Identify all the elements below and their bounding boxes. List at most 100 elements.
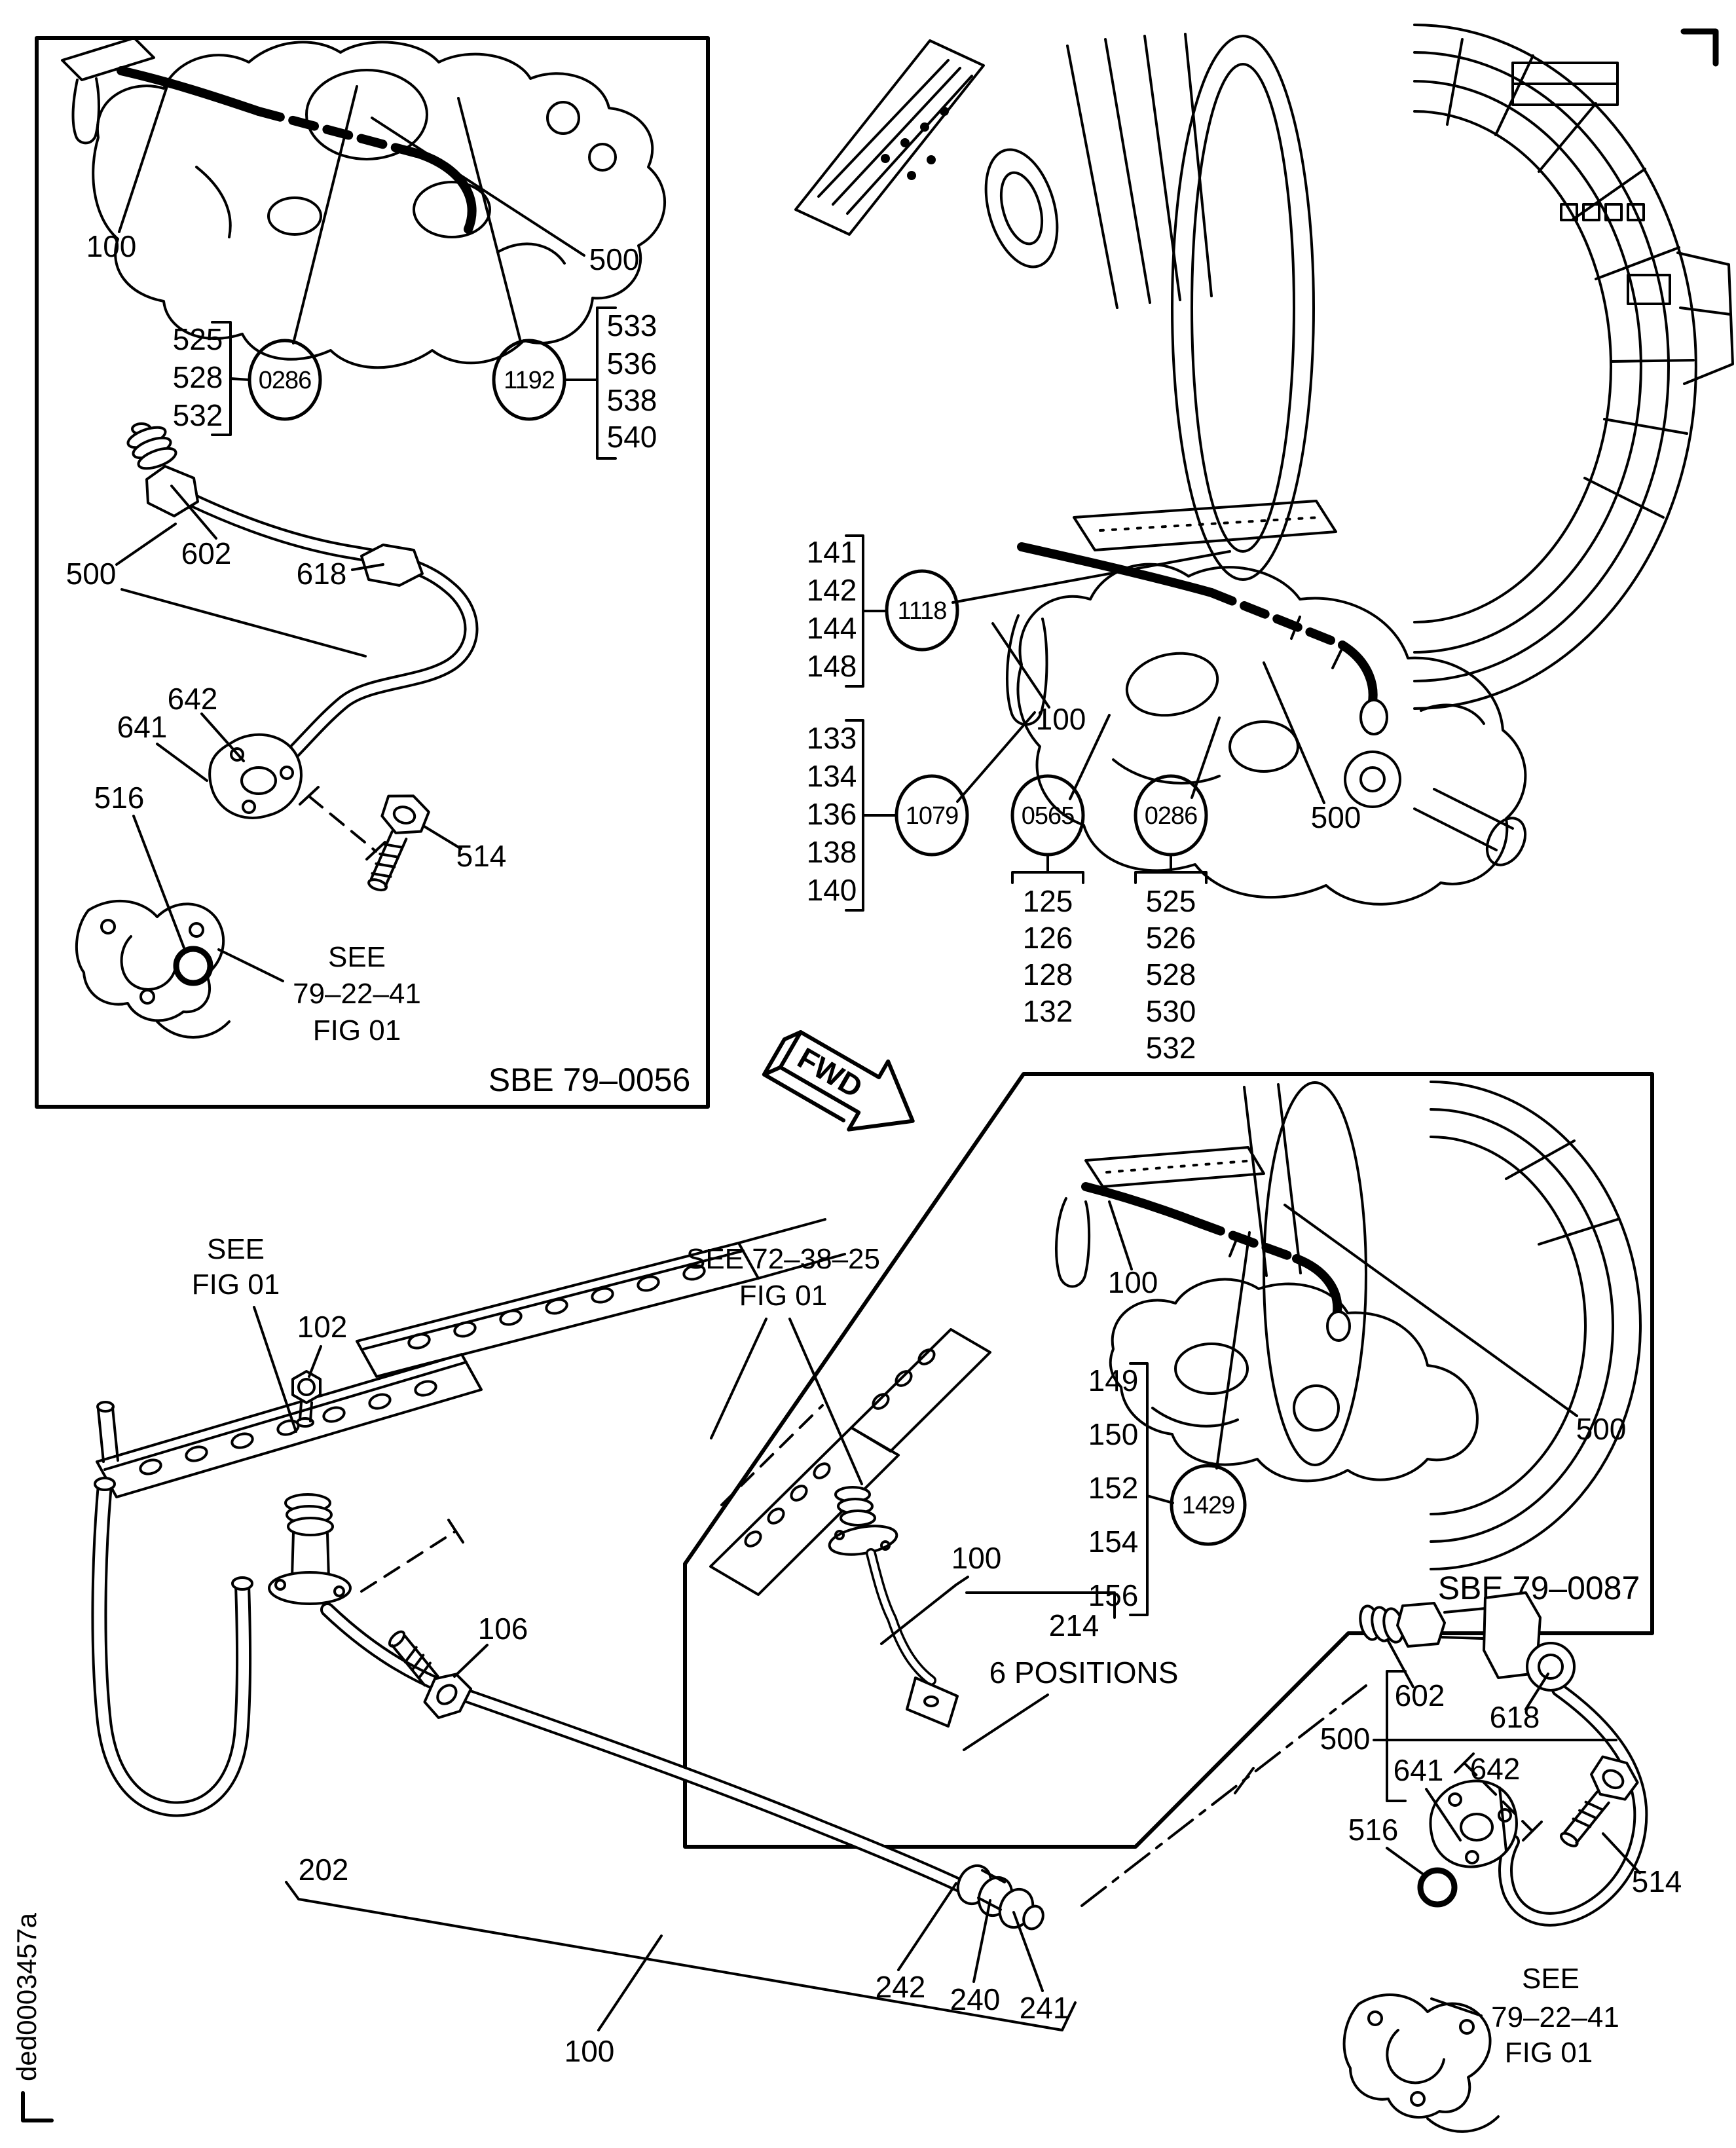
group-item: 152 xyxy=(1088,1471,1139,1505)
callout-514: 514 xyxy=(1632,1864,1682,1898)
callout-602: 602 xyxy=(181,536,232,570)
group-item: 140 xyxy=(807,873,857,907)
group-item: 142 xyxy=(807,573,857,607)
group-bracket xyxy=(596,306,617,460)
group-item: 128 xyxy=(1023,957,1073,991)
balloon-1192: 1192 xyxy=(504,367,555,394)
callouts-sbe-79-0056: 100 500 525 528 532 0286 1192 533 536 53… xyxy=(66,85,691,1098)
callout-balloon xyxy=(248,339,322,421)
callout-100: 100 xyxy=(86,229,137,263)
o-ring-516 xyxy=(1417,1867,1458,1908)
group-item: 532 xyxy=(173,398,223,432)
callout-241: 241 xyxy=(1020,1991,1070,2025)
group-item: 149 xyxy=(1088,1363,1139,1398)
callout-642: 642 xyxy=(1470,1752,1521,1786)
tube-assembly-art xyxy=(75,422,479,1039)
callout-102: 102 xyxy=(297,1310,348,1344)
see-note-line: SEE xyxy=(1522,1963,1579,1995)
callout-100: 100 xyxy=(951,1541,1002,1575)
pipe-bold xyxy=(117,66,263,116)
group-item: 132 xyxy=(1023,994,1073,1028)
callouts-right-box: 100 500 149 150 152 154 156 1429 SBE 79–… xyxy=(1088,1200,1640,1616)
nut-618 xyxy=(360,544,424,587)
view-border xyxy=(35,36,710,1109)
see-note-line: 79–22–41 xyxy=(1491,2001,1619,2033)
group-item: 126 xyxy=(1023,921,1073,955)
see-note-line: SEE xyxy=(328,941,386,973)
engine-art-main xyxy=(794,24,1734,906)
o-ring-516 xyxy=(173,946,213,986)
see-note-line: FIG 01 xyxy=(313,1014,401,1046)
pipe-bold xyxy=(1017,542,1216,597)
see-note-line: FIG 01 xyxy=(192,1268,280,1301)
fwd-arrow-icon: FWD xyxy=(762,1030,915,1132)
callout-240: 240 xyxy=(950,1982,1001,2016)
group-item: 133 xyxy=(807,721,857,755)
callout-516: 516 xyxy=(94,781,145,815)
group-bracket xyxy=(1011,871,1084,884)
bolt-102 xyxy=(291,1370,322,1428)
group-bracket xyxy=(1129,1362,1149,1616)
callout-641: 641 xyxy=(117,710,168,744)
callout-500-tube: 500 xyxy=(66,557,117,591)
view-sbe-79-0087: 100 500 149 150 152 154 156 1429 SBE 79–… xyxy=(683,1072,1654,1849)
corner-mark-bottom-left xyxy=(21,2091,54,2122)
group-item: 144 xyxy=(807,611,857,645)
group-item: 150 xyxy=(1088,1417,1139,1451)
callouts-bottom-right: 500 602 618 641 642 516 514 SEE 79–22–41… xyxy=(1320,1640,1682,2069)
balloon-0286: 0286 xyxy=(1145,802,1198,830)
callout-balloon xyxy=(1170,1464,1247,1546)
callout-214: 214 xyxy=(1049,1608,1099,1642)
view-bottom-left-assembly: SEE FIG 01 102 106 202 100 242 240 241 xyxy=(91,1218,1077,2068)
group-item: 540 xyxy=(607,420,657,454)
callout-642: 642 xyxy=(168,682,218,716)
see-note-line: SEE xyxy=(207,1233,265,1265)
group-bracket xyxy=(965,1591,1116,1619)
callout-balloon xyxy=(885,569,959,652)
fitting-hex xyxy=(1396,1602,1446,1648)
group-bracket xyxy=(1386,1670,1407,1802)
group-item: 141 xyxy=(807,535,857,569)
group-item: 525 xyxy=(173,322,223,356)
group-item: 148 xyxy=(807,649,857,683)
positions-note: 6 POSITIONS xyxy=(989,1656,1179,1690)
group-item: 125 xyxy=(1023,884,1073,918)
view-six-positions-detail: SEE 72–38–25 FIG 01 100 214 6 POSITIONS xyxy=(686,1243,1179,1751)
callout-202: 202 xyxy=(299,1853,349,1887)
centerline xyxy=(1080,1684,1367,1907)
balloon-0286: 0286 xyxy=(259,367,312,394)
clamp-loop xyxy=(1005,614,1048,726)
drawing-id-text: ded0003457a xyxy=(11,1912,42,2081)
see-note-line: FIG 01 xyxy=(1505,2037,1593,2069)
callout-618: 618 xyxy=(1490,1700,1540,1734)
group-item: 138 xyxy=(807,835,857,869)
view-title: SBE 79–0056 xyxy=(489,1062,691,1098)
engine-art-right xyxy=(1055,1081,1642,1570)
tube-assembly-art-2 xyxy=(1342,1591,1648,2133)
group-item: 136 xyxy=(807,797,857,831)
callouts-six-positions: SEE 72–38–25 FIG 01 100 214 6 POSITIONS xyxy=(686,1243,1179,1751)
balloon-1429: 1429 xyxy=(1182,1492,1235,1519)
u-tube-art xyxy=(91,1477,253,1817)
callout-500: 500 xyxy=(1576,1412,1627,1446)
group-bracket xyxy=(285,1881,1077,2031)
callouts-bottom-left: SEE FIG 01 102 106 202 100 242 240 241 xyxy=(192,1233,1077,2068)
callout-100: 100 xyxy=(1036,702,1086,736)
bracket-plate xyxy=(61,37,155,81)
see-note-line: 79–22–41 xyxy=(293,978,421,1010)
callout-106: 106 xyxy=(478,1612,528,1646)
callout-100: 100 xyxy=(1108,1265,1158,1299)
group-bracket xyxy=(1134,871,1208,884)
fitting-flange xyxy=(268,1571,352,1605)
callout-514: 514 xyxy=(456,839,507,873)
pipe-art xyxy=(268,1493,1044,1931)
callout-242: 242 xyxy=(876,1970,926,2004)
tube-outline xyxy=(183,492,479,780)
view-sbe-79-0056: 100 500 525 528 532 0286 1192 533 536 53… xyxy=(35,36,710,1109)
elbow-flanges xyxy=(1342,1993,1492,2119)
balloon-0565: 0565 xyxy=(1022,802,1075,830)
balloon-1079: 1079 xyxy=(906,802,959,830)
crop-marks xyxy=(21,28,1719,2122)
bracket-plate xyxy=(1084,1146,1265,1188)
